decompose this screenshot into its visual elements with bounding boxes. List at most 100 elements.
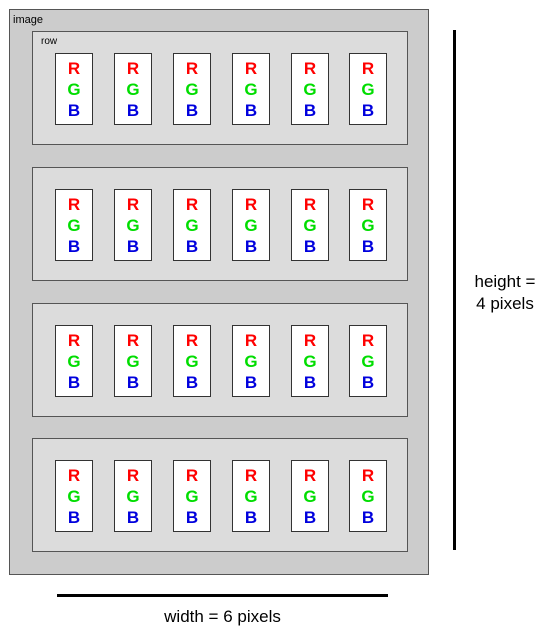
red-channel-label: R: [185, 58, 199, 78]
blue-channel-label: B: [361, 372, 375, 392]
green-channel-label: G: [244, 79, 258, 99]
blue-channel-label: B: [361, 100, 375, 120]
red-channel-label: R: [126, 330, 140, 350]
blue-channel-label: B: [185, 100, 199, 120]
blue-channel-label: B: [361, 236, 375, 256]
green-channel-label: G: [361, 486, 375, 506]
red-channel-label: R: [67, 465, 81, 485]
red-channel-label: R: [126, 465, 140, 485]
green-channel-label: G: [244, 351, 258, 371]
width-dimension-line: [57, 594, 388, 597]
green-channel-label: G: [303, 79, 317, 99]
height-annotation: height = 4 pixels: [466, 271, 544, 315]
green-channel-label: G: [185, 79, 199, 99]
blue-channel-label: B: [126, 236, 140, 256]
red-channel-label: R: [67, 58, 81, 78]
green-channel-label: G: [67, 351, 81, 371]
blue-channel-label: B: [67, 100, 81, 120]
green-channel-label: G: [126, 486, 140, 506]
blue-channel-label: B: [185, 507, 199, 527]
green-channel-label: G: [303, 351, 317, 371]
red-channel-label: R: [67, 194, 81, 214]
red-channel-label: R: [361, 330, 375, 350]
red-channel-label: R: [126, 58, 140, 78]
green-channel-label: G: [303, 486, 317, 506]
blue-channel-label: B: [303, 372, 317, 392]
red-channel-label: R: [244, 194, 258, 214]
blue-channel-label: B: [67, 507, 81, 527]
red-channel-label: R: [126, 194, 140, 214]
green-channel-label: G: [185, 351, 199, 371]
green-channel-label: G: [303, 215, 317, 235]
red-channel-label: R: [185, 330, 199, 350]
blue-channel-label: B: [244, 236, 258, 256]
height-annotation-line1: height =: [474, 272, 536, 291]
red-channel-label: R: [361, 465, 375, 485]
red-channel-label: R: [303, 58, 317, 78]
blue-channel-label: B: [67, 236, 81, 256]
green-channel-label: G: [361, 215, 375, 235]
blue-channel-label: B: [361, 507, 375, 527]
red-channel-label: R: [244, 58, 258, 78]
red-channel-label: R: [361, 194, 375, 214]
blue-channel-label: B: [244, 372, 258, 392]
red-channel-label: R: [67, 330, 81, 350]
blue-channel-label: B: [126, 100, 140, 120]
width-annotation: width = 6 pixels: [164, 607, 281, 626]
height-dimension-line: [453, 30, 456, 550]
red-channel-label: R: [303, 330, 317, 350]
row-label: row: [41, 36, 58, 47]
blue-channel-label: B: [303, 236, 317, 256]
green-channel-label: G: [126, 351, 140, 371]
green-channel-label: G: [244, 215, 258, 235]
blue-channel-label: B: [126, 507, 140, 527]
blue-channel-label: B: [185, 236, 199, 256]
blue-channel-label: B: [185, 372, 199, 392]
blue-channel-label: B: [244, 100, 258, 120]
green-channel-label: G: [361, 351, 375, 371]
green-channel-label: G: [67, 486, 81, 506]
green-channel-label: G: [361, 79, 375, 99]
green-channel-label: G: [244, 486, 258, 506]
blue-channel-label: B: [303, 507, 317, 527]
red-channel-label: R: [303, 194, 317, 214]
red-channel-label: R: [185, 465, 199, 485]
image-label: image: [13, 14, 43, 26]
green-channel-label: G: [126, 215, 140, 235]
green-channel-label: G: [67, 79, 81, 99]
green-channel-label: G: [126, 79, 140, 99]
red-channel-label: R: [303, 465, 317, 485]
blue-channel-label: B: [303, 100, 317, 120]
red-channel-label: R: [244, 330, 258, 350]
green-channel-label: G: [185, 215, 199, 235]
blue-channel-label: B: [67, 372, 81, 392]
red-channel-label: R: [361, 58, 375, 78]
